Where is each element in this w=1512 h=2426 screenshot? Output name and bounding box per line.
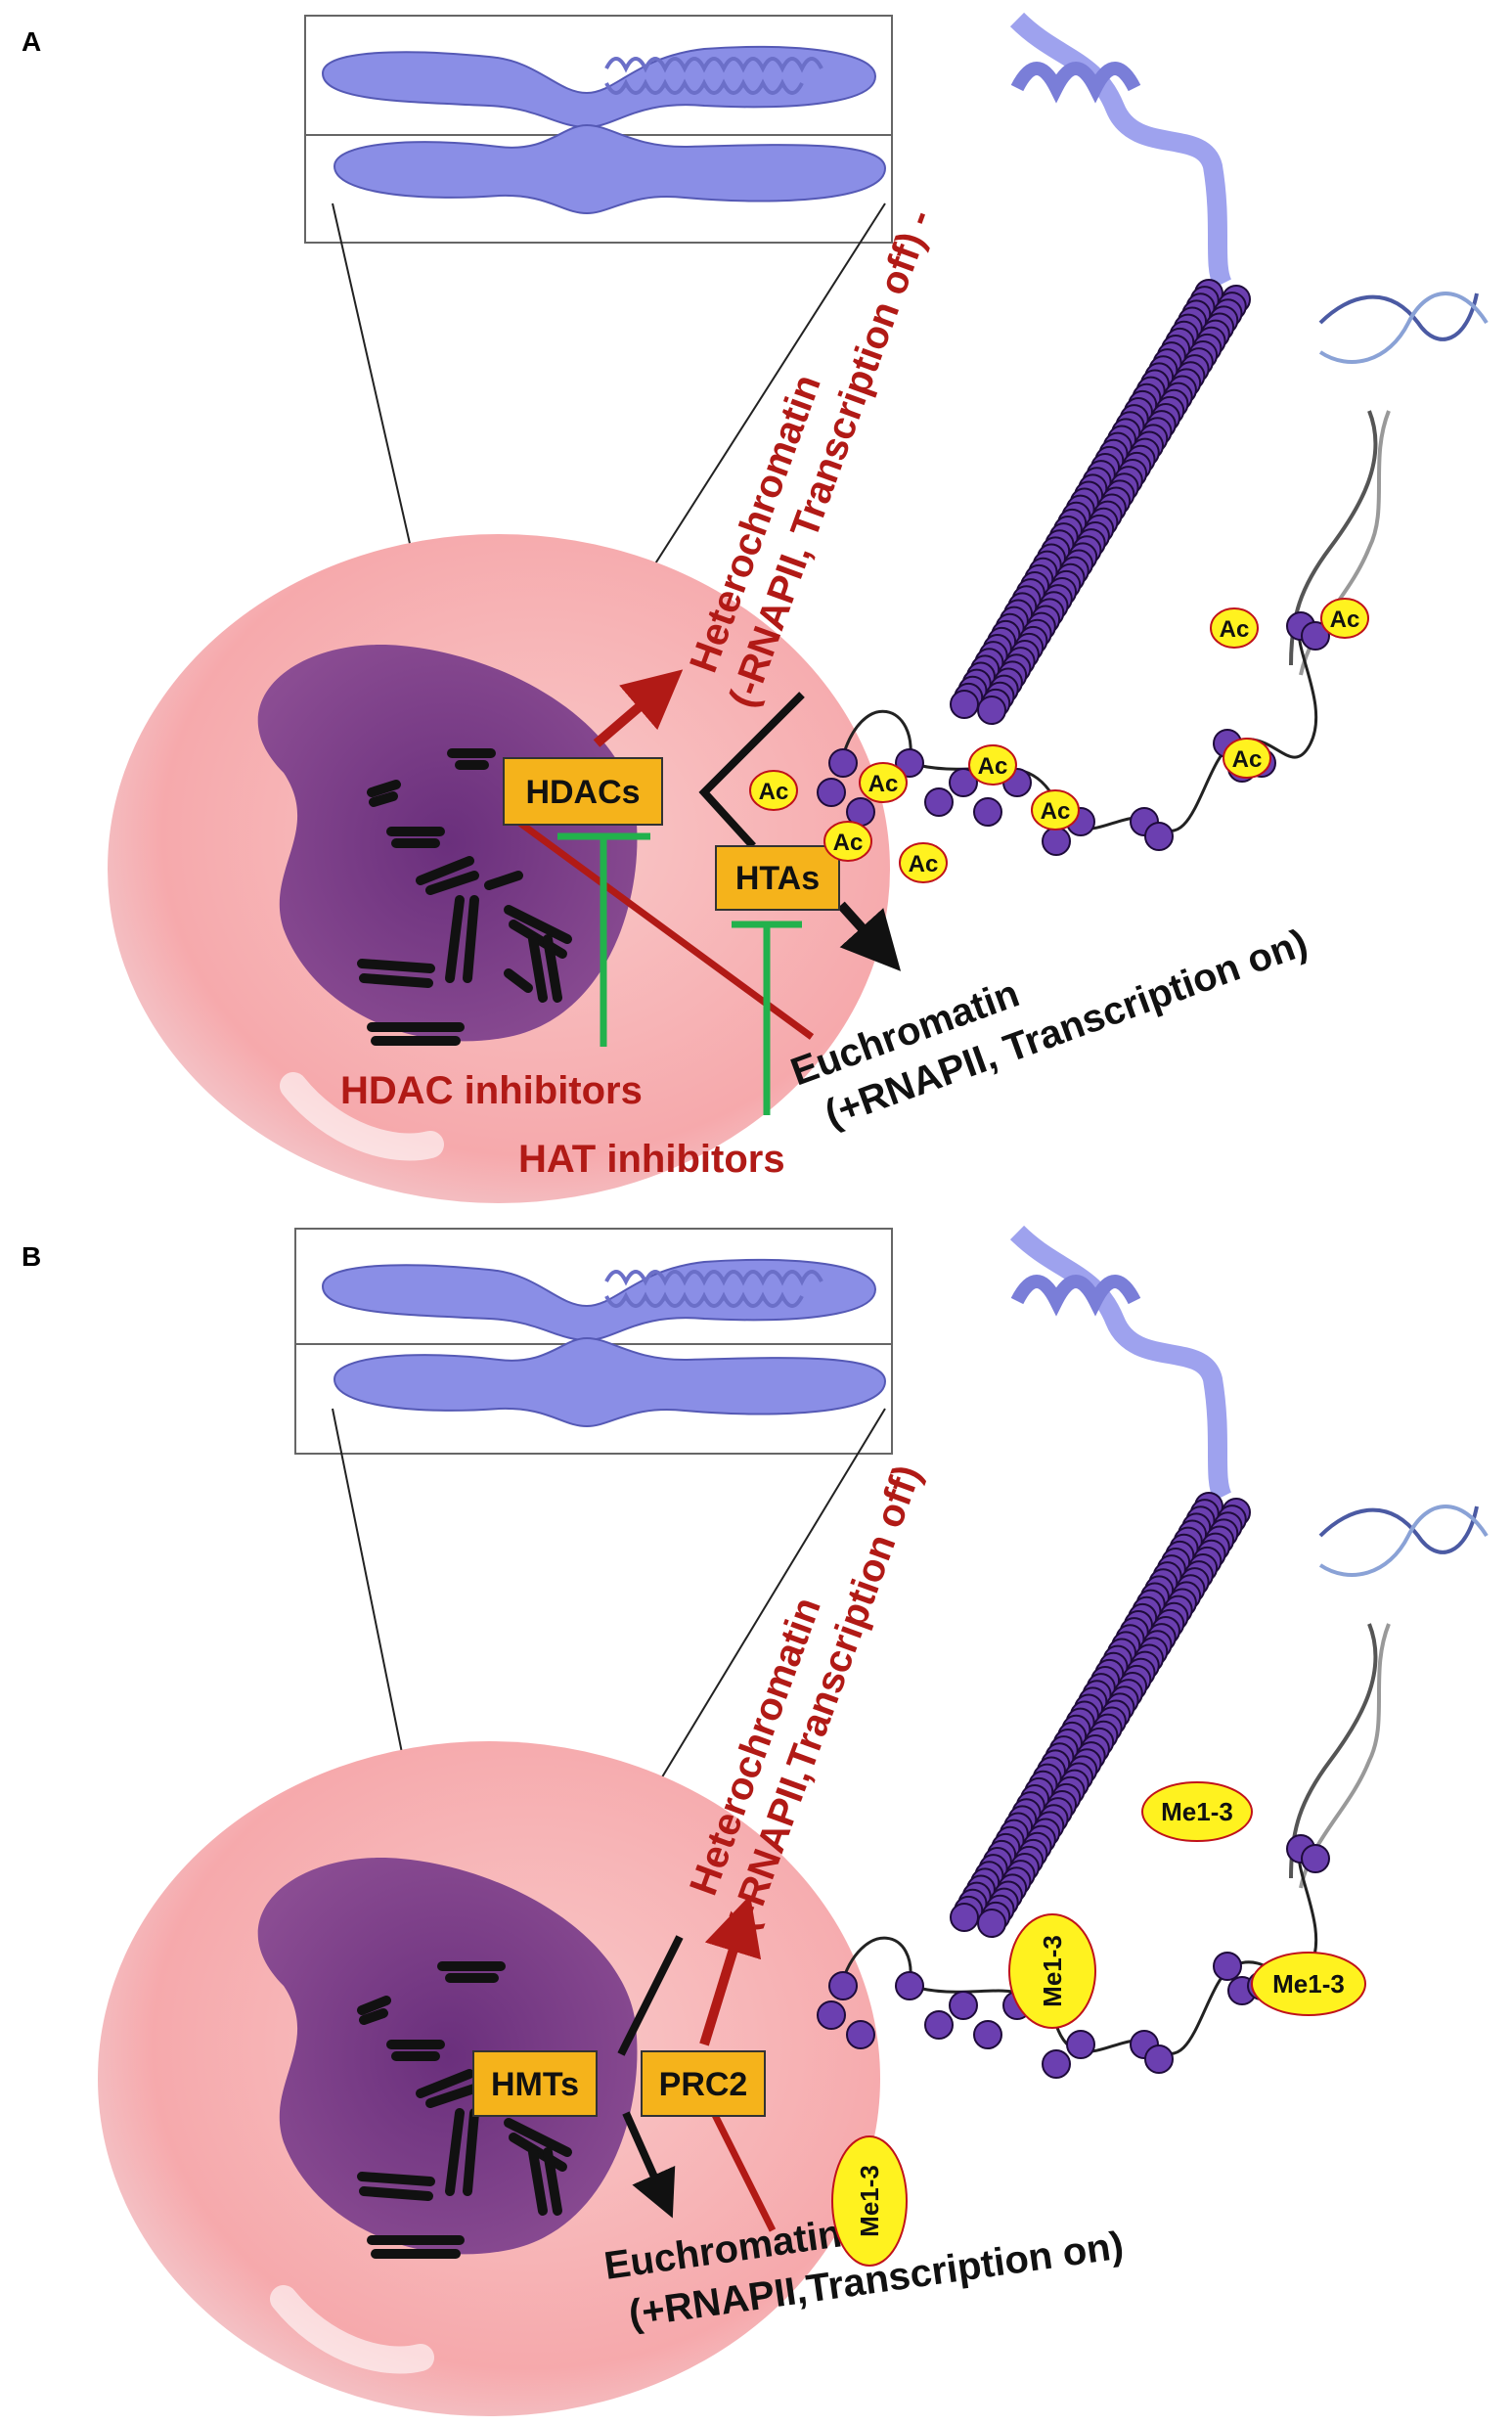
acetyl-marks: Ac Ac Ac Ac Ac Ac Ac Ac Ac <box>749 598 1369 883</box>
bracket-line <box>698 692 805 849</box>
me-mark: Me1-3 <box>1141 1781 1253 1842</box>
nucleosome-bead <box>895 748 924 778</box>
svg-text:PRC2: PRC2 <box>659 2066 748 2103</box>
linker-dna <box>839 625 1318 832</box>
prc2-box: PRC2 <box>641 2050 766 2117</box>
svg-text:HMTs: HMTs <box>491 2066 579 2103</box>
nucleosome-bead <box>924 787 954 817</box>
nucleosome-bead <box>977 1909 1006 1938</box>
hat-inhibitors-label: HAT inhibitors <box>518 1138 785 1181</box>
nucleosome-bead <box>977 696 1006 725</box>
nucleosome-bead <box>949 1991 978 2020</box>
ac-mark: Ac <box>859 762 908 803</box>
arrow-to-heterochromatin <box>699 1895 762 2046</box>
nucleosome-bead <box>949 768 978 797</box>
svg-text:Ac: Ac <box>1220 616 1250 643</box>
arrow-to-heterochromatin <box>593 669 684 747</box>
nucleosome-bead <box>1042 827 1071 856</box>
nucleosome-bead <box>1144 2044 1174 2074</box>
svg-text:Me1-3: Me1-3 <box>1161 1797 1233 1826</box>
arrow-to-euchromatin <box>622 2111 676 2219</box>
nucleosome-bead <box>828 1971 858 2000</box>
chromatin-fiber <box>1009 12 1232 289</box>
hmts-box: HMTs <box>472 2050 598 2117</box>
svg-text:Ac: Ac <box>1041 798 1071 825</box>
heterochromatin-subtitle: (-RNAPII, Transcription off) - <box>721 204 941 713</box>
ac-mark: Ac <box>1223 738 1271 779</box>
nucleosome-bead <box>1213 1952 1242 1981</box>
nucleosome-bead <box>828 748 858 778</box>
heterochromatin-label: Heterochromatin (-RNAPII,Transcription o… <box>682 1460 929 1936</box>
dna-helix <box>1289 292 1489 676</box>
arrow-to-euchromatin <box>837 901 902 971</box>
panel-a: A Heterochromatin (-RNAPII, Transcriptio… <box>22 12 1489 1203</box>
svg-text:HTAs: HTAs <box>735 860 820 897</box>
nucleosome-bead <box>1042 2049 1071 2079</box>
ac-mark: Ac <box>1031 789 1080 831</box>
ac-mark: Ac <box>1320 598 1369 639</box>
nucleosome-bead <box>1144 822 1174 851</box>
svg-text:Ac: Ac <box>978 753 1008 780</box>
chromosome-inset <box>294 1228 893 1455</box>
nucleosome-bead <box>1066 2030 1095 2059</box>
ac-mark: Ac <box>899 842 948 883</box>
hmts-repression-line <box>617 1935 684 2056</box>
hdac-repression-line <box>515 819 815 1040</box>
panel-letter: A <box>22 26 41 57</box>
loose-nucleosomes <box>817 611 1330 856</box>
ac-mark: Ac <box>823 821 872 862</box>
chromosome-inset <box>304 15 893 244</box>
svg-text:Ac: Ac <box>759 779 789 805</box>
svg-text:Ac: Ac <box>833 830 864 856</box>
panel-b: B Heterochromatin (-RNAPII,Transcription… <box>0 1213 1512 2426</box>
panel-letter: B <box>22 1241 41 1272</box>
svg-text:Ac: Ac <box>868 771 899 797</box>
nucleosome-bead <box>1301 1844 1330 1873</box>
chromatin-fiber <box>1009 1225 1232 1502</box>
heterochromatin-label: Heterochromatin (-RNAPII, Transcription … <box>682 204 941 713</box>
nucleosome-bead <box>973 797 1002 827</box>
nucleosome-bead <box>950 1903 979 1932</box>
nucleosome-bead <box>924 2010 954 2040</box>
svg-text:Me1-3: Me1-3 <box>855 2165 884 2237</box>
inhibitor-bars <box>557 832 802 1115</box>
prc2-line <box>710 2111 777 2232</box>
hdac-inhibitors-label: HDAC inhibitors <box>340 1069 643 1112</box>
me-mark: Me1-3 <box>1008 1913 1096 2029</box>
hdacs-box: HDACs <box>503 757 663 826</box>
nucleosome-bead <box>817 2000 846 2030</box>
nucleosome-bead <box>973 2020 1002 2049</box>
svg-text:Me1-3: Me1-3 <box>1272 1969 1345 1999</box>
ac-mark: Ac <box>749 770 798 811</box>
ac-mark: Ac <box>1210 607 1259 649</box>
svg-text:Ac: Ac <box>1232 746 1263 773</box>
panel-b-diagram: B Heterochromatin (-RNAPII,Transcription… <box>22 1225 1489 2416</box>
svg-text:HDACs: HDACs <box>525 774 640 811</box>
methyl-marks: Me1-3 Me1-3 Me1-3 Me1-3 <box>831 1781 1366 2267</box>
htas-box: HTAs <box>715 845 840 911</box>
nucleosome-bead <box>1301 621 1330 651</box>
ac-mark: Ac <box>968 744 1017 786</box>
svg-text:Ac: Ac <box>1330 606 1360 633</box>
condensed-chromatin <box>950 279 1251 725</box>
panel-a-diagram: A Heterochromatin (-RNAPII, Transcriptio… <box>22 12 1489 1203</box>
nucleosome-bead <box>950 690 979 719</box>
condensed-chromatin <box>950 1492 1251 1938</box>
nucleosome-bead <box>895 1971 924 2000</box>
chromosomes <box>357 748 572 1046</box>
me-mark: Me1-3 <box>831 2135 908 2267</box>
svg-text:Ac: Ac <box>909 851 939 877</box>
nucleosome-bead <box>817 778 846 807</box>
nucleosome-bead <box>846 2020 875 2049</box>
dna-helix <box>1289 1505 1489 1889</box>
svg-text:Me1-3: Me1-3 <box>1038 1935 1067 2007</box>
me-mark: Me1-3 <box>1251 1952 1366 2016</box>
